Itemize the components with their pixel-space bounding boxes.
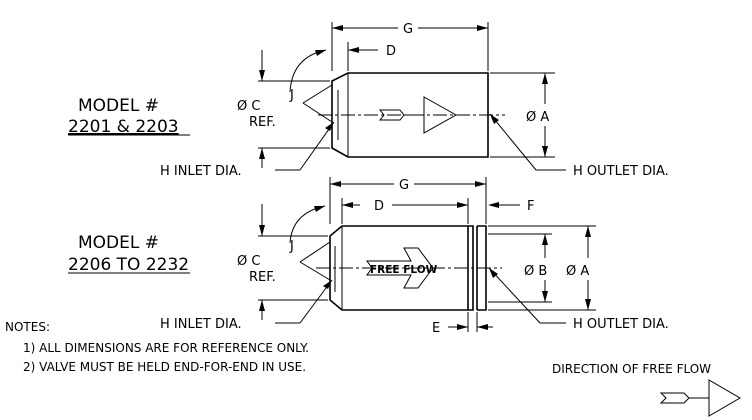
bottom-f-label: F	[527, 199, 534, 214]
top-valve-view: MODEL # 2201 & 2203 G D Ø C	[68, 22, 669, 179]
note-item-2: 2) VALVE MUST BE HELD END-FOR-END IN USE…	[23, 360, 306, 374]
notes-title: NOTES:	[5, 320, 50, 334]
bottom-j-line-1	[299, 241, 331, 263]
bottom-outlet-leader	[488, 267, 541, 324]
bottom-j-arc	[289, 205, 326, 244]
top-j-arc	[289, 49, 327, 93]
bottom-j-line-2	[299, 261, 331, 281]
free-flow-label: FREE FLOW	[370, 264, 438, 276]
top-flow-arrow-icon	[378, 96, 458, 134]
bottom-e-label: E	[432, 321, 440, 336]
note-item-1: 1) ALL DIMENSIONS ARE FOR REFERENCE ONLY…	[23, 341, 309, 355]
bottom-d-label: D	[374, 199, 384, 214]
bottom-g-label: G	[399, 178, 409, 193]
bottom-inlet-label: H INLET DIA.	[160, 317, 242, 332]
top-outlet-leader	[489, 113, 537, 171]
bottom-c-label: Ø C	[237, 254, 260, 269]
top-j-label: J	[289, 88, 294, 103]
bottom-b-label: Ø B	[524, 264, 547, 279]
top-inlet-label: H INLET DIA.	[160, 164, 242, 179]
bottom-ref-label: REF.	[249, 270, 276, 285]
top-model-number: 2201 & 2203	[68, 117, 179, 137]
flow-direction-legend: DIRECTION OF FREE FLOW	[552, 362, 741, 417]
top-ref-label: REF.	[249, 115, 276, 130]
free-flow-arrow-icon: FREE FLOW	[366, 247, 438, 289]
top-c-label: Ø C	[237, 99, 260, 114]
top-a-label: Ø A	[526, 110, 549, 125]
bottom-outlet-label: H OUTLET DIA.	[573, 317, 669, 332]
top-g-label: G	[403, 22, 413, 37]
bottom-a-label: Ø A	[566, 264, 589, 279]
notes-block: NOTES: 1) ALL DIMENSIONS ARE FOR REFEREN…	[5, 320, 309, 374]
top-model-label: MODEL #	[78, 96, 159, 116]
bottom-valve-view: MODEL # 2206 TO 2232 FREE FLOW G D	[68, 177, 669, 336]
bottom-model-number: 2206 TO 2232	[68, 255, 189, 275]
top-outlet-label: H OUTLET DIA.	[573, 164, 669, 179]
flow-arrow-icon	[659, 379, 741, 417]
bottom-model-label: MODEL #	[78, 233, 159, 253]
bottom-j-label: J	[289, 239, 294, 254]
top-j-line-1	[302, 84, 333, 104]
top-j-line-2	[302, 102, 333, 123]
top-d-label: D	[386, 44, 396, 59]
legend-label: DIRECTION OF FREE FLOW	[552, 362, 711, 376]
